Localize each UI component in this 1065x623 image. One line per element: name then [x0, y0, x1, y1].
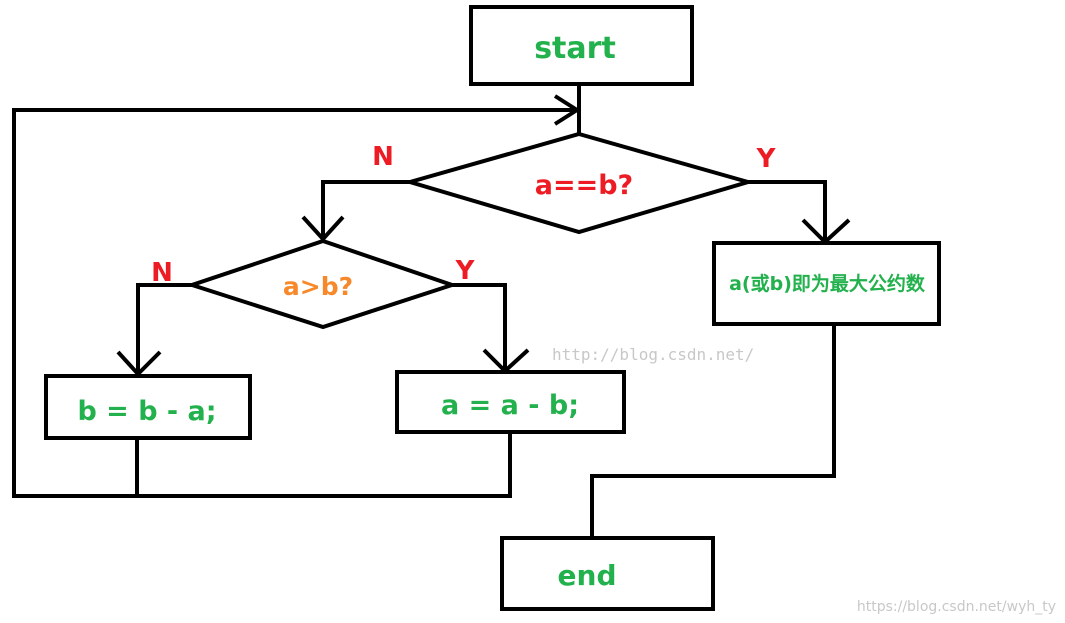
process-a-label: a = a - b;: [441, 390, 579, 421]
decision-equal-node: a==b?: [402, 131, 756, 235]
process-a-node: a = a - b;: [395, 370, 626, 434]
connector-greater-yes: [452, 283, 507, 372]
branch-label-greater-no: N: [151, 258, 173, 288]
loop-merge-line: [137, 432, 512, 498]
start-node: start: [469, 5, 694, 86]
branch-label-equal-no: N: [372, 142, 394, 172]
connector-equal-yes: [748, 180, 827, 242]
start-label: start: [534, 31, 616, 66]
watermark-center: http://blog.csdn.net/: [552, 345, 754, 364]
end-label: end: [558, 559, 617, 592]
decision-equal-label: a==b?: [535, 170, 633, 201]
watermark-corner: https://blog.csdn.net/wyh_ty: [857, 599, 1056, 615]
decision-greater-label: a>b?: [283, 272, 353, 301]
connector-equal-no: [321, 180, 410, 241]
result-gcd-label: a(或b)即为最大公约数: [729, 272, 926, 295]
branch-label-equal-yes: Y: [756, 144, 777, 174]
process-b-label: b = b - a;: [77, 396, 216, 427]
branch-label-greater-yes: Y: [455, 256, 476, 286]
decision-greater-node: a>b?: [185, 238, 459, 330]
result-gcd-node: a(或b)即为最大公约数: [712, 241, 941, 326]
loop-back-line: [12, 108, 577, 498]
end-node: end: [500, 536, 715, 611]
connector-greater-no: [136, 283, 192, 376]
process-b-node: b = b - a;: [44, 374, 252, 440]
connectors: [12, 84, 851, 538]
connector-result-to-end: [590, 324, 836, 538]
